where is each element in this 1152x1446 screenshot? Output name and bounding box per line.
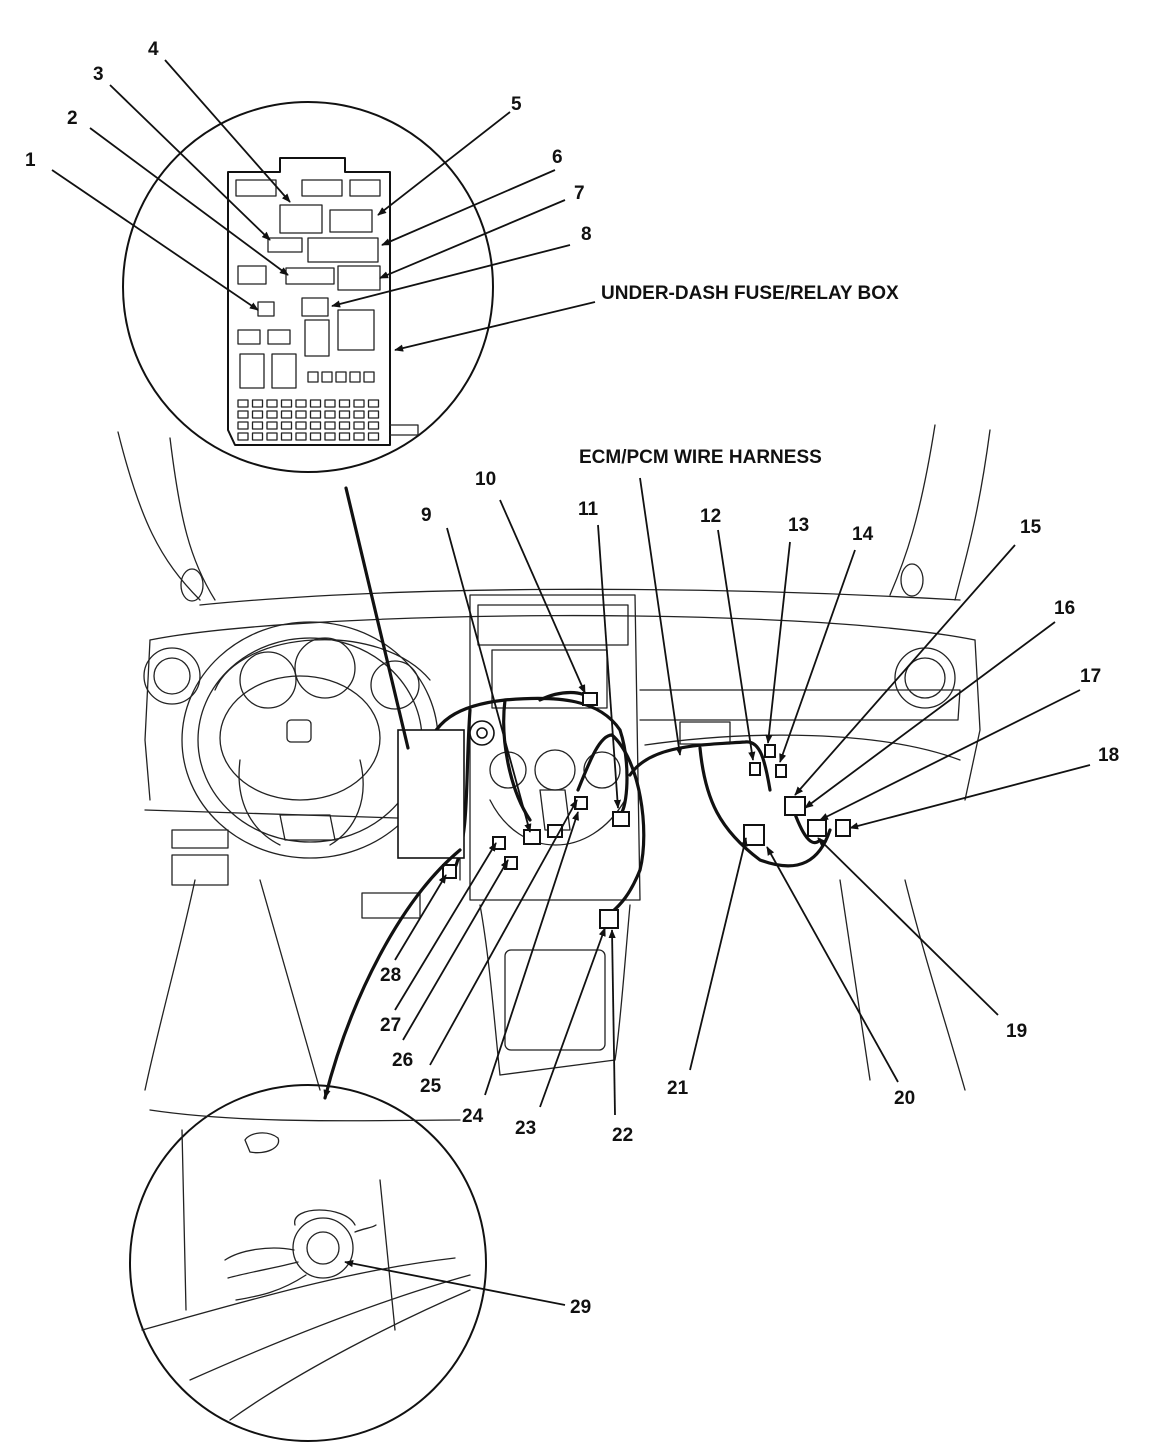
callout-2: 2 [67,108,78,129]
fuse-slot [251,410,264,419]
callout-8: 8 [581,224,592,245]
fuse-slot [251,432,264,441]
ecm-pcm-harness-label: ECM/PCM WIRE HARNESS [579,447,822,468]
callout-14: 14 [852,524,874,545]
fuse-slot [266,399,278,408]
fuse-slot [335,371,347,383]
fuse-slot [338,421,351,430]
fuse-slot [367,410,380,419]
callout-20: 20 [894,1088,915,1109]
fuse-slot [307,371,319,383]
callout-27: 27 [380,1015,401,1036]
callout-4: 4 [148,39,159,60]
fuse-slot [266,432,278,441]
fuse-box-leader [344,486,410,750]
fuse-slot [367,421,380,430]
fuse-slot [324,410,336,419]
callout-23: 23 [515,1118,536,1139]
callout-24: 24 [462,1106,484,1127]
fuse-slot [338,410,351,419]
callout-28: 28 [380,965,401,986]
fuse-slot [349,371,361,383]
fuse-slot [237,410,249,419]
fuse-slot [363,371,375,383]
fuse-slot [251,421,264,430]
ignition-switch-inset [129,1084,487,1442]
connectors [442,692,851,929]
fuse-slot [367,432,380,441]
fuse-slot [338,432,351,441]
callout-5: 5 [511,94,522,115]
callout-7: 7 [574,183,585,204]
fuse-slot [324,421,336,430]
callout-numbers: 1 2 3 4 5 6 7 8 9 10 11 12 13 14 15 16 1… [25,39,1119,1318]
fuse-slot [338,399,351,408]
callout-29: 29 [570,1297,591,1318]
fuse-slot [266,421,278,430]
fuse-slot [353,421,365,430]
fuse-slot [353,410,365,419]
fuse-slot [309,432,322,441]
fuse-slot [280,432,293,441]
callout-9: 9 [421,505,432,526]
fuse-slot [295,410,307,419]
callout-11: 11 [578,499,599,520]
fuse-slot [367,399,380,408]
callout-10: 10 [475,469,496,490]
fuse-slot [309,399,322,408]
callout-15: 15 [1020,517,1042,538]
fuse-slot [280,421,293,430]
fuse-slot [280,399,293,408]
callout-18: 18 [1098,745,1119,766]
relay-box-mounted [397,729,465,859]
fuse-relay-box-label: UNDER-DASH FUSE/RELAY BOX [601,283,899,304]
callout-26: 26 [392,1050,413,1071]
fuse-slot [251,399,264,408]
callout-16: 16 [1054,598,1075,619]
callout-1: 1 [25,150,36,171]
callout-6: 6 [552,147,563,168]
ecm-pcm-wire-harness [423,690,832,914]
callout-17: 17 [1080,666,1101,687]
fuse-slot [280,410,293,419]
fuse-slot [353,432,365,441]
callout-12: 12 [700,506,721,527]
dashboard-illustration [117,424,991,1091]
fuse-slot [237,432,249,441]
callout-3: 3 [93,64,104,85]
callout-19: 19 [1006,1021,1027,1042]
fuse-slot [309,410,322,419]
fuse-slot [321,371,333,383]
callout-leaders [51,59,1091,1306]
fuse-slot [266,410,278,419]
fuse-slot [295,399,307,408]
fuse-slot [237,421,249,430]
fuse-slot [295,421,307,430]
fuse-slot [353,399,365,408]
ignition-inset-leader [323,848,462,1100]
callout-21: 21 [667,1078,689,1099]
fuse-slot [324,399,336,408]
callout-22: 22 [612,1125,633,1146]
callout-13: 13 [788,515,809,536]
fuse-slot [295,432,307,441]
fuse-slot [237,399,249,408]
fuse-slot [324,432,336,441]
fuse-relay-box-inset [122,101,494,473]
fuse-slot [309,421,322,430]
callout-25: 25 [420,1076,442,1097]
